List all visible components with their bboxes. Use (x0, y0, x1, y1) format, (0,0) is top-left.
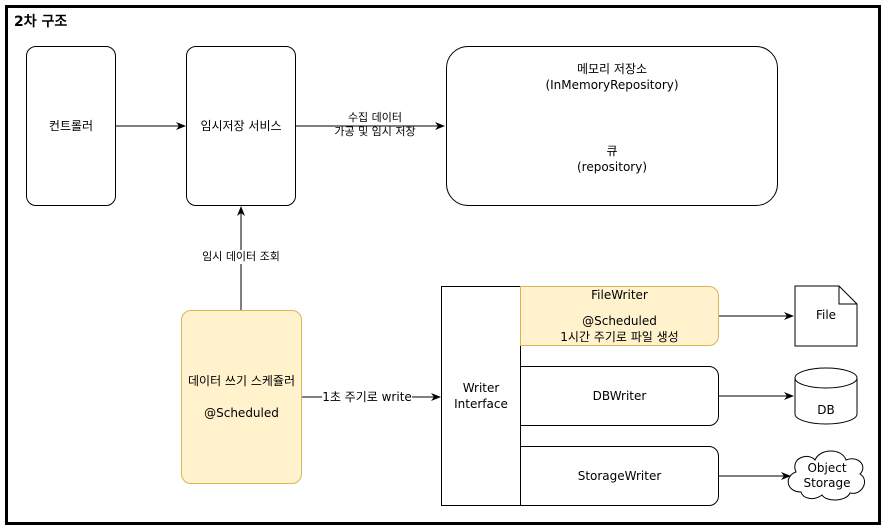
dbwriter-box: DBWriter (520, 366, 719, 426)
filewriter-annotation: @Scheduled (582, 314, 657, 328)
db-cylinder-shape (794, 367, 858, 425)
queue-label: 큐 (repository) (569, 143, 655, 175)
storagewriter-box: StorageWriter (520, 446, 719, 506)
queue-label-name: 큐 (606, 144, 618, 158)
memory-store-sublabel: (InMemoryRepository) (545, 78, 679, 92)
diagram-frame (5, 5, 881, 525)
edge-label-collect-line1: 수집 데이터 (347, 111, 403, 124)
diagram-title: 2차 구조 (14, 14, 68, 30)
filewriter-label: FileWriter (591, 288, 648, 302)
controller-box: 컨트롤러 (26, 46, 116, 206)
dbwriter-label: DBWriter (592, 389, 647, 403)
object-storage-label: Object Storage (794, 461, 860, 491)
scheduler-label: 데이터 쓰기 스케쥴러 (188, 374, 295, 388)
memory-store-label: 메모리 저장소 (576, 62, 648, 76)
edge-label-collect: 수집 데이터 가공 및 임시 저장 (320, 111, 430, 139)
writer-interface-sublabel: Interface (454, 397, 508, 411)
edge-label-temp-query: 임시 데이터 조회 (195, 250, 287, 264)
edge-label-write-period: 1초 주기로 write (322, 390, 412, 404)
temp-storage-service-box: 임시저장 서비스 (186, 46, 296, 206)
object-storage-label-line1: Object (807, 461, 847, 475)
file-document-shape (794, 285, 858, 347)
filewriter-description: 1시간 주기로 파일 생성 (560, 330, 679, 344)
scheduler-annotation: @Scheduled (204, 406, 279, 420)
data-write-scheduler-box: 데이터 쓰기 스케쥴러 @Scheduled (181, 310, 302, 484)
filewriter-box: FileWriter @Scheduled 1시간 주기로 파일 생성 (520, 286, 719, 346)
edge-label-collect-line2: 가공 및 임시 저장 (334, 125, 416, 138)
temp-storage-service-label: 임시저장 서비스 (200, 119, 282, 133)
memory-store-box: 메모리 저장소 (InMemoryRepository) (446, 46, 778, 206)
writer-interface-label: Writer (462, 381, 500, 395)
queue-label-sub: (repository) (576, 160, 648, 174)
object-storage-cloud-shape (787, 450, 865, 501)
file-label: File (815, 308, 837, 322)
writer-interface-box: Writer Interface (441, 286, 521, 506)
storagewriter-label: StorageWriter (577, 469, 662, 483)
object-storage-label-line2: Storage (803, 476, 851, 490)
db-label: DB (817, 403, 835, 417)
controller-label: 컨트롤러 (48, 119, 94, 133)
